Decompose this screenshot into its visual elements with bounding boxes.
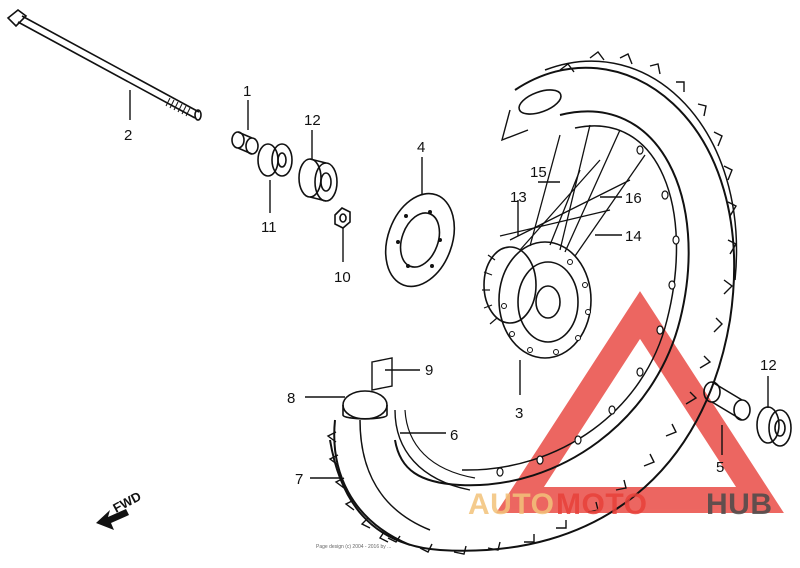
callout-labels: 2 1 12 11 10 4 15 13 16 14 3 9 8 6 7 5 1… bbox=[124, 83, 777, 488]
inner-tube-part bbox=[342, 390, 388, 420]
forward-direction-indicator: FWD bbox=[96, 489, 144, 530]
bearing-part-left bbox=[298, 158, 338, 202]
callout-1: 1 bbox=[243, 83, 251, 100]
callout-16: 16 bbox=[625, 190, 642, 207]
watermark-text: AUTO MOTO HUB bbox=[468, 488, 773, 521]
callout-15: 15 bbox=[530, 164, 547, 181]
spacer-part-right bbox=[703, 381, 751, 421]
arrow-icon bbox=[96, 509, 129, 530]
watermark-logo bbox=[496, 291, 784, 513]
callout-4: 4 bbox=[417, 139, 425, 156]
wheel-assembly bbox=[326, 51, 738, 555]
copyright-text: Page design (c) 2004 - 2016 by ... bbox=[316, 544, 391, 550]
rim-band-part bbox=[371, 357, 393, 391]
callout-3: 3 bbox=[515, 405, 523, 422]
bearing-part-right bbox=[756, 406, 792, 447]
axle-part bbox=[6, 8, 202, 121]
dust-seal-part bbox=[257, 143, 293, 177]
callout-8: 8 bbox=[287, 390, 295, 407]
callout-7: 7 bbox=[295, 471, 303, 488]
callout-6: 6 bbox=[450, 427, 458, 444]
brand-auto: AUTO bbox=[468, 488, 554, 521]
callout-9: 9 bbox=[425, 362, 433, 379]
callout-12-right: 12 bbox=[760, 357, 777, 374]
spacer-part bbox=[231, 131, 259, 155]
callout-14: 14 bbox=[625, 228, 642, 245]
callout-13: 13 bbox=[510, 189, 527, 206]
nut-part bbox=[334, 207, 351, 229]
callout-2: 2 bbox=[124, 127, 132, 144]
callout-11: 11 bbox=[261, 219, 277, 236]
callout-5: 5 bbox=[716, 459, 724, 476]
brand-hub: HUB bbox=[706, 488, 773, 521]
leader-lines bbox=[129, 90, 769, 479]
callout-12-left: 12 bbox=[304, 112, 321, 129]
brake-disc-part bbox=[384, 192, 456, 288]
callout-10: 10 bbox=[334, 269, 351, 286]
brand-moto: MOTO bbox=[556, 488, 647, 521]
